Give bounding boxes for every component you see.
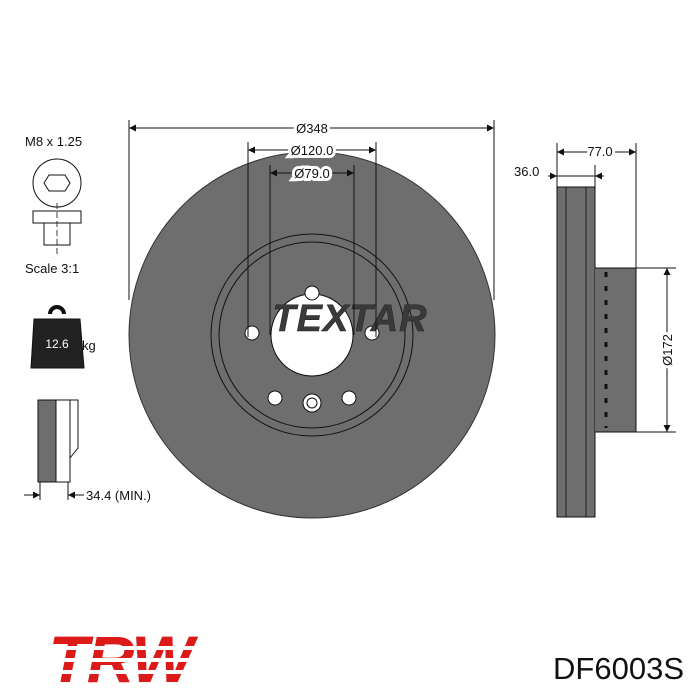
part-number: DF6003S [553, 651, 684, 686]
bolt-detail: M8 x 1.25 Scale 3:1 [25, 134, 82, 276]
outer-diameter-label: Ø348 [296, 121, 328, 136]
front-view-dimensions: Ø348 Ø120.0 Ø79.0 [128, 118, 495, 337]
weight-value: 12.6 [45, 337, 69, 351]
disc-side-profile [556, 186, 596, 518]
textar-logo: TEXTAR [272, 298, 427, 340]
bolt-hole [341, 390, 357, 406]
brake-disc-side-view [556, 186, 637, 518]
disc-hat-inner [218, 241, 406, 429]
hat-height-label: 77.0 [587, 144, 612, 159]
thickness-label: 36.0 [514, 164, 539, 179]
center-bore-label: Ø79.0 [294, 166, 329, 181]
weight-unit: kg [82, 338, 96, 353]
min-thickness-label: 34.4 (MIN.) [86, 488, 151, 503]
bolt-hole [304, 285, 320, 301]
bolt-hole [267, 390, 283, 406]
pcd-diameter-label: Ø120.0 [291, 143, 334, 158]
hex-socket-icon [43, 174, 71, 192]
weight-icon: 12.6 [30, 305, 85, 369]
bolt-thread-label: M8 x 1.25 [25, 134, 82, 149]
trw-logo: TRW [8, 622, 234, 696]
hat-diameter-label: Ø172 [660, 334, 675, 366]
hat-side-profile [595, 267, 637, 433]
side-view-dimensions: 77.0 36.0 Ø172 [514, 141, 678, 433]
bolt-hole [244, 325, 260, 341]
brake-disc-front-view: TEXTAR [128, 151, 496, 519]
bolt-scale-label: Scale 3:1 [25, 261, 79, 276]
min-thickness-detail: 34.4 (MIN.) [24, 399, 151, 503]
disc-hat-edge [210, 233, 414, 437]
